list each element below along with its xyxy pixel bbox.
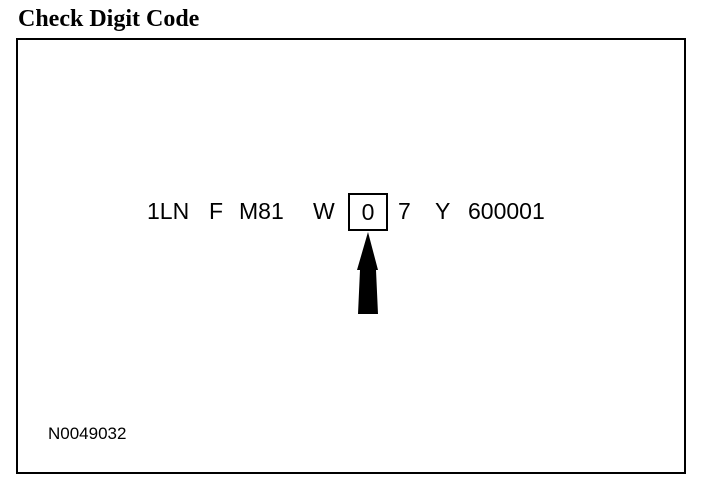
vin-segment-4: W (313, 198, 335, 224)
vin-segment-3: M81 (239, 198, 284, 224)
vin-segment-7: Y (435, 198, 451, 224)
vin-segment-2: F (209, 198, 224, 224)
up-arrow-icon (357, 232, 378, 314)
vin-segment-8: 600001 (468, 198, 545, 224)
diagram-frame (16, 38, 686, 474)
check-digit: 0 (361, 199, 375, 225)
vin-segment-6: 7 (398, 198, 411, 224)
diagram-title: Check Digit Code (18, 6, 200, 32)
figure-code: N0049032 (48, 424, 127, 443)
check-digit-box: 0 (348, 193, 388, 231)
vin-segment-1: 1LN (147, 198, 190, 224)
